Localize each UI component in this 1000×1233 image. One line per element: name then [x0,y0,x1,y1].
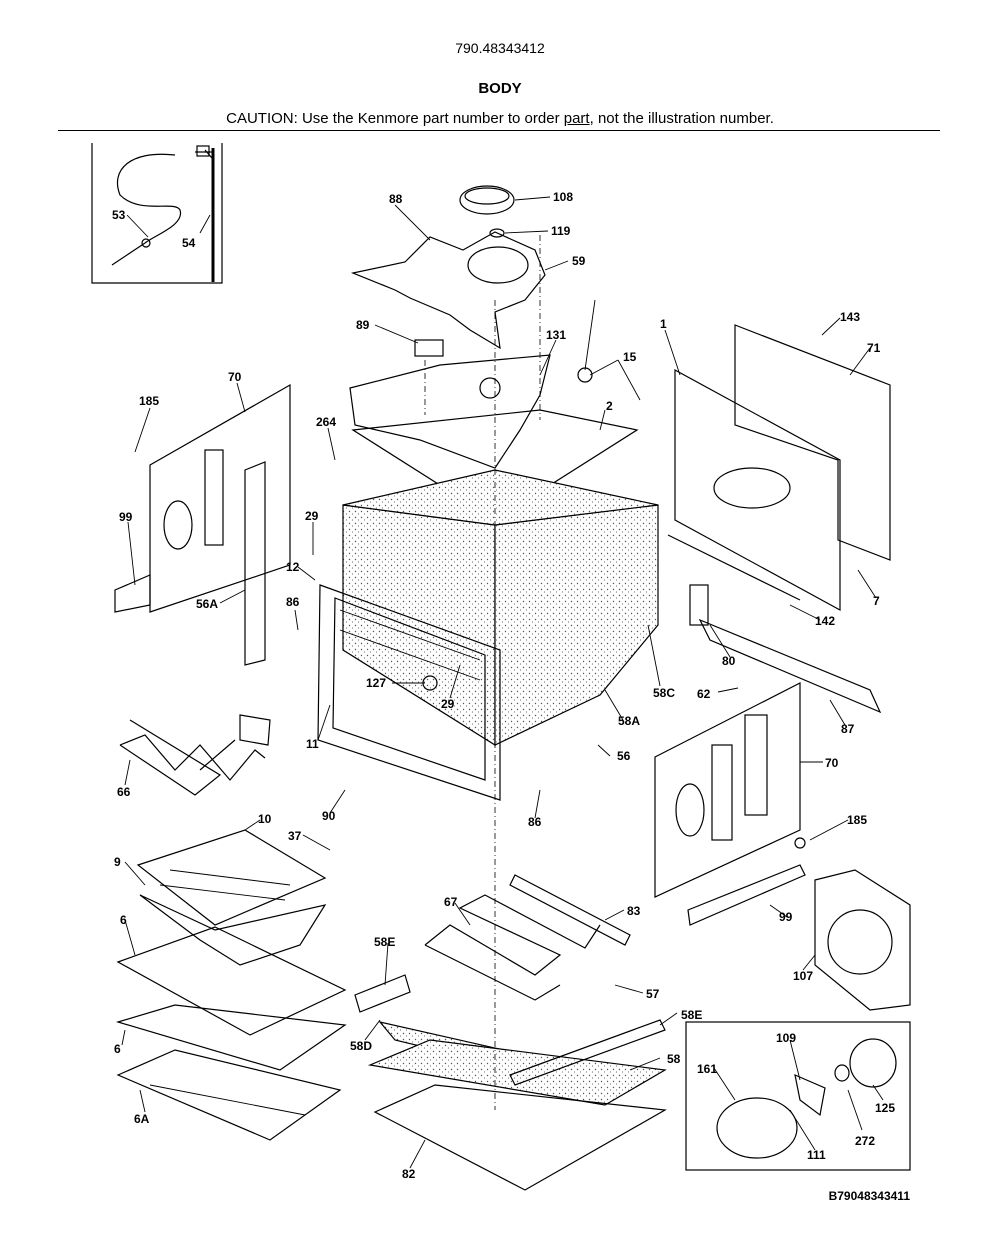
callout-99-right: 99 [779,910,793,924]
callout-58D: 58D [350,1039,372,1053]
callout-71: 71 [867,341,881,355]
callout-143: 143 [840,310,860,324]
callout-57: 57 [646,987,660,1001]
callout-70-left: 70 [228,370,242,384]
leader-lines [121,196,884,1169]
callout-161: 161 [697,1062,717,1076]
callout-6-upper: 6 [120,913,127,927]
left-side-panel [114,383,291,666]
callout-67: 67 [444,895,458,909]
callout-66: 66 [117,785,131,799]
callout-264: 264 [316,415,336,429]
glide-rack [116,1049,342,1141]
oven-cavity [317,409,659,801]
header-divider [58,130,940,131]
callout-142: 142 [815,614,835,628]
callout-1: 1 [660,317,667,331]
broil-element [119,714,271,796]
caution-part-link: part [563,110,590,127]
callout-90: 90 [322,809,336,823]
callout-125: 125 [875,1101,895,1115]
callout-10: 10 [258,812,272,826]
top-plate [349,299,596,469]
callout-2: 2 [606,399,613,413]
insulation-pads [354,974,667,1106]
oven-rack-lower [115,1004,347,1071]
callout-labels: 53 54 88 108 119 59 89 131 15 1 143 71 7… [112,190,895,1181]
oven-bottom [373,1084,667,1191]
callout-54: 54 [182,236,196,250]
callout-58E-lower: 58E [681,1008,702,1022]
callout-62: 62 [697,687,711,701]
drawing-code: B79048343411 [828,1189,910,1203]
callout-111: 111 [807,1148,826,1162]
model-number: 790.48343412 [455,40,545,56]
callout-58: 58 [667,1052,681,1066]
caution-suffix: , not the illustration number. [589,110,774,127]
callout-185-left: 185 [139,394,159,408]
callout-59: 59 [572,254,586,268]
callout-53: 53 [112,208,126,222]
inset-convection-fan [685,1021,911,1171]
callout-15: 15 [623,350,637,364]
callout-37: 37 [288,829,302,843]
callout-272: 272 [855,1134,875,1148]
callout-6A: 6A [134,1112,150,1126]
callout-119: 119 [551,224,571,238]
callout-127: 127 [366,676,386,690]
convection-fan-cover [814,869,911,1011]
caution-prefix: CAUTION: Use the Kenmore part number to … [226,110,564,127]
callout-99-left: 99 [119,510,133,524]
callout-131: 131 [546,328,566,342]
callout-87: 87 [841,722,855,736]
callout-29-lower: 29 [441,697,455,711]
broiler-pan [136,829,327,966]
callout-108: 108 [553,190,573,204]
callout-11: 11 [306,737,319,751]
callout-6-lower: 6 [114,1042,121,1056]
callout-109: 109 [776,1031,796,1045]
callout-29-upper: 29 [305,509,319,523]
callout-56A: 56A [196,597,218,611]
callout-83: 83 [627,904,641,918]
callout-58E-upper: 58E [374,935,395,949]
inset-sensor-box [91,143,223,284]
callout-89: 89 [356,318,370,332]
callout-70-right: 70 [825,756,839,770]
oven-rack-upper [116,926,347,1036]
callout-12: 12 [286,560,300,574]
callout-56: 56 [617,749,631,763]
callout-185-right: 185 [847,813,867,827]
callout-7: 7 [873,594,880,608]
callout-88: 88 [389,192,403,206]
callout-58A: 58A [618,714,640,728]
callout-107: 107 [793,969,813,983]
top-fan-housing [350,185,546,357]
callout-9: 9 [114,855,121,869]
callout-80: 80 [722,654,736,668]
callout-58C: 58C [653,686,675,700]
right-side-panel [654,682,806,926]
callout-82: 82 [402,1167,416,1181]
rear-frame [667,324,891,714]
caution-note: CAUTION: Use the Kenmore part number to … [0,110,1000,127]
callout-86-lower: 86 [528,815,542,829]
bake-element [424,874,631,1001]
section-title: BODY [478,80,522,97]
callout-86-upper: 86 [286,595,300,609]
